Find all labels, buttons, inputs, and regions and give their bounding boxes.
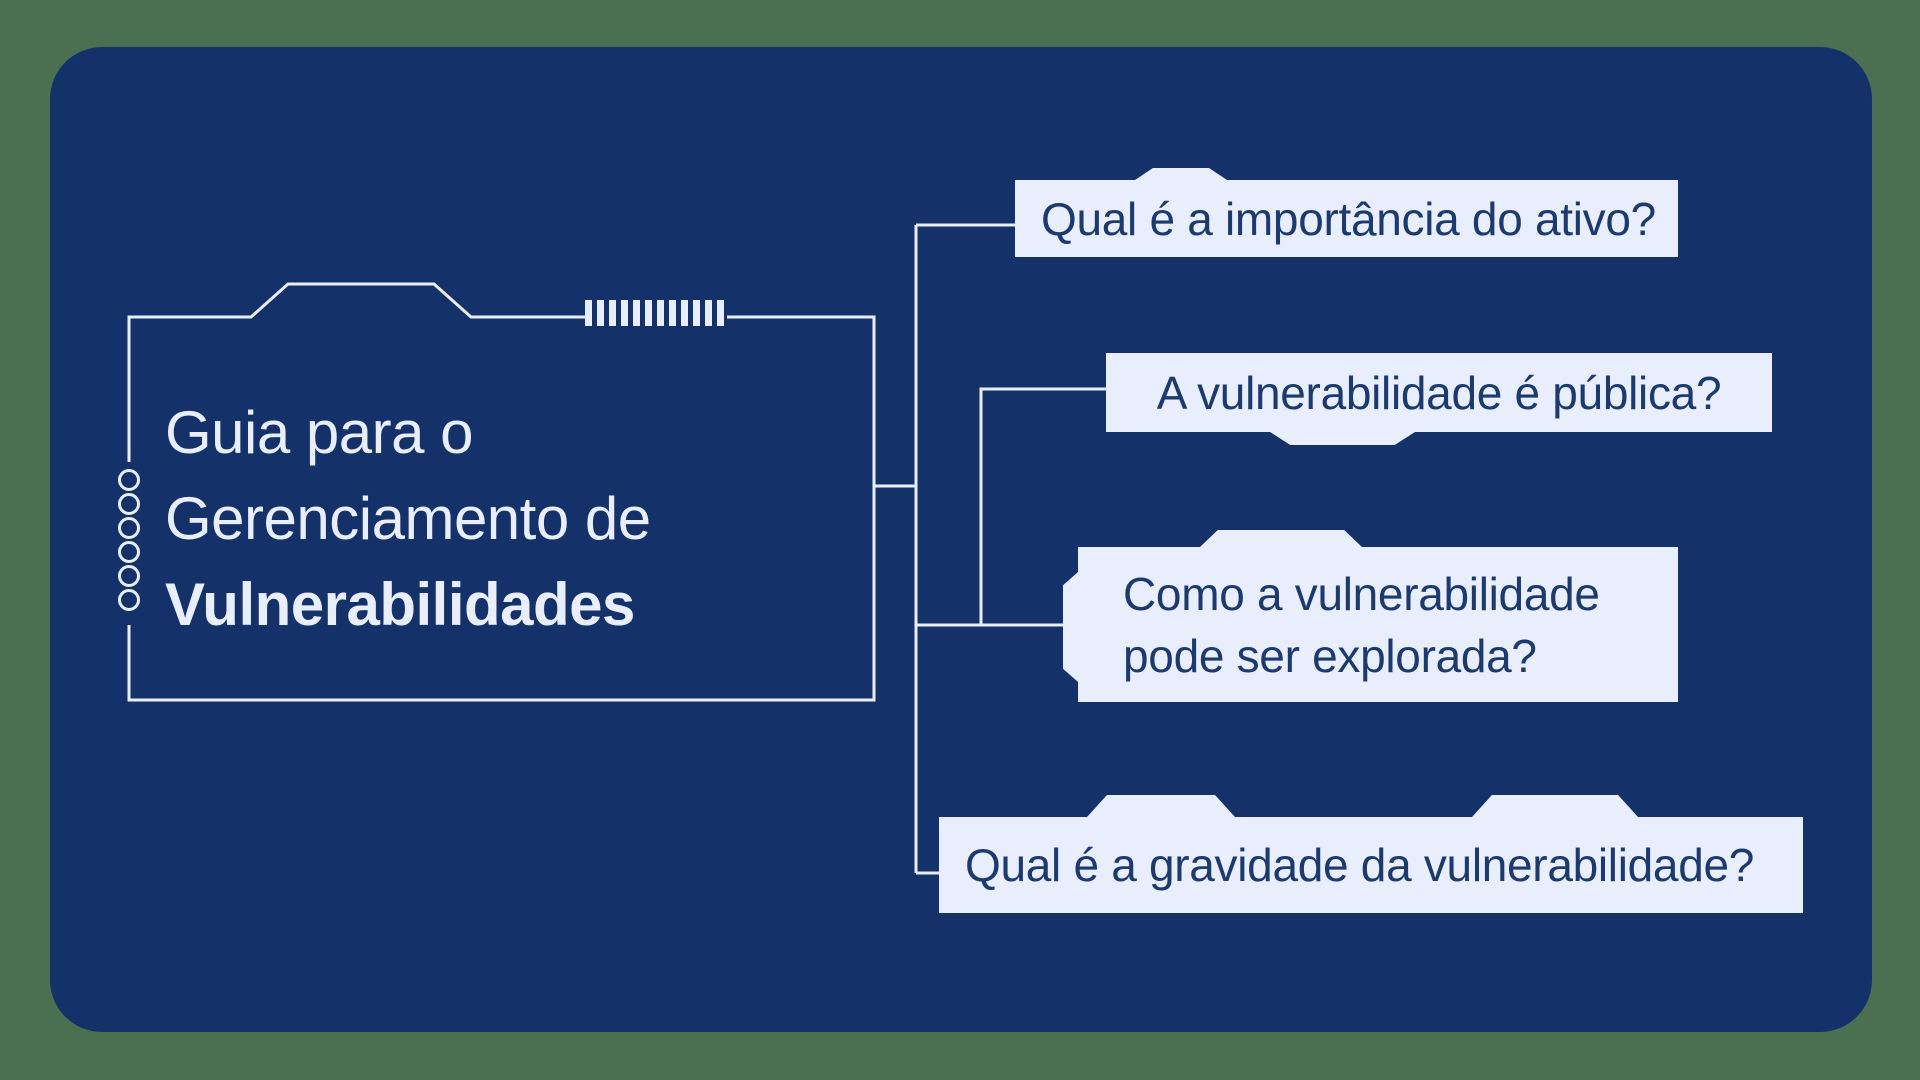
- question-box-severity: Qual é a gravidade da vulnerabilidade?: [939, 795, 1803, 913]
- hatch-bar-decoration: [585, 300, 727, 326]
- notch-decoration: [1135, 168, 1227, 180]
- title-line-3: Vulnerabilidades: [165, 571, 635, 638]
- question-box-exploitability: Como a vulnerabilidade pode ser explorad…: [1063, 530, 1678, 702]
- question-box-vulnerability-public: A vulnerabilidade é pública?: [1106, 353, 1772, 445]
- question-label: Como a vulnerabilidade pode ser explorad…: [1123, 563, 1600, 687]
- notch-decoration: [1087, 795, 1235, 817]
- question-label-line-1: Como a vulnerabilidade: [1123, 567, 1600, 620]
- notch-decoration: [1472, 795, 1638, 817]
- title-line-2: Gerenciamento de: [165, 485, 651, 552]
- page-title: Guia para o Gerenciamento de Vulnerabili…: [165, 390, 651, 648]
- question-label: Qual é a importância do ativo?: [1041, 192, 1656, 245]
- tab-decoration: [1063, 572, 1078, 682]
- title-line-1: Guia para o: [165, 399, 474, 466]
- question-box-asset-importance: Qual é a importância do ativo?: [1015, 168, 1678, 257]
- question-label-line-2: pode ser explorada?: [1123, 629, 1537, 682]
- notch-decoration: [1270, 432, 1415, 445]
- question-label: A vulnerabilidade é pública?: [1156, 366, 1722, 419]
- question-label: Qual é a gravidade da vulnerabilidade?: [965, 839, 1755, 891]
- notch-decoration: [1200, 530, 1362, 547]
